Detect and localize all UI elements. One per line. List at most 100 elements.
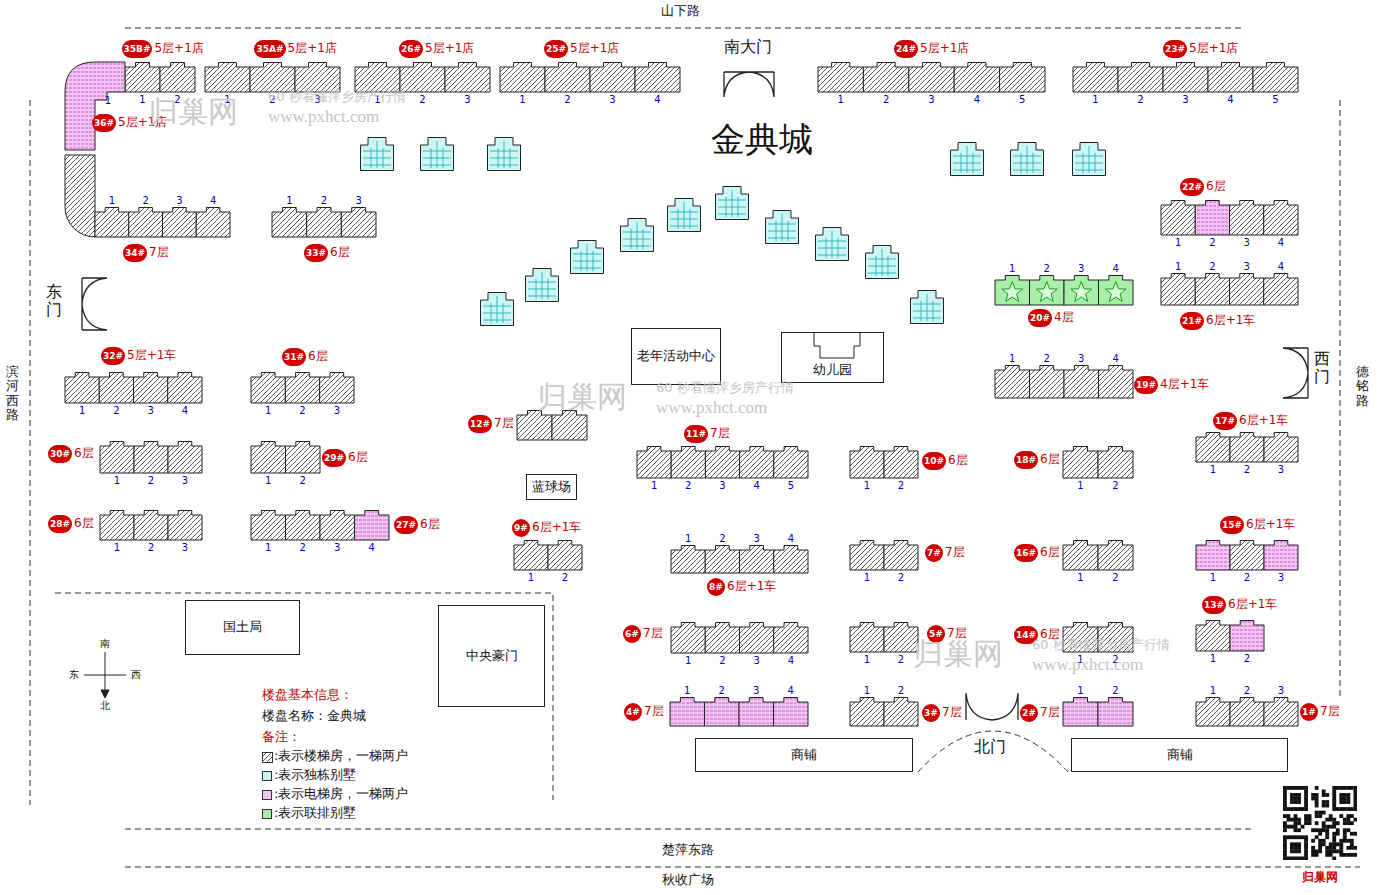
unit-number: 5	[1272, 94, 1278, 106]
unit-number: 1	[1077, 685, 1083, 697]
gates	[82, 72, 1308, 720]
building-number: 4#	[624, 703, 642, 721]
building-number: 10#	[922, 452, 946, 470]
floor-count: 7层	[710, 427, 730, 441]
unit-block	[995, 276, 1030, 306]
unit-number: 3	[1078, 263, 1084, 275]
unit-block	[1230, 433, 1264, 463]
unit-number: 2	[719, 655, 725, 667]
facility-name: 国土局	[223, 620, 262, 635]
info-heading: 楼盘基本信息：	[262, 688, 353, 703]
building-number: 15#	[1220, 516, 1244, 534]
building-units	[1196, 697, 1298, 726]
unit-number: 1	[265, 475, 271, 487]
unit-number: 2	[1244, 685, 1250, 697]
compass-direction: 东	[69, 669, 79, 681]
building-number: 34#	[123, 244, 147, 262]
unit-block	[850, 541, 884, 571]
building-number: 35A#	[254, 40, 285, 58]
unit-number: 2	[1244, 653, 1250, 665]
watermark: 归巢网	[913, 637, 1003, 672]
unit-block	[705, 623, 739, 654]
watermark: www.pxhct.com	[268, 107, 379, 127]
unit-block	[285, 373, 319, 404]
unit-block	[1264, 541, 1298, 571]
unit-block	[286, 511, 321, 541]
building: 1235B#5层+1店	[125, 62, 195, 92]
building-units	[125, 62, 195, 92]
facility-box: 国土局	[185, 600, 300, 655]
floor-count: 5层+1店	[1189, 42, 1238, 56]
unit-number: 1	[864, 654, 870, 666]
star-mark	[1071, 282, 1092, 302]
unit-number: 1	[79, 405, 85, 417]
floor-count: 7层	[945, 546, 965, 560]
unit-number: 1	[838, 94, 844, 106]
unit-number: 3	[334, 405, 340, 417]
unit-block	[1195, 274, 1229, 306]
legend-text: :表示电梯房，一梯两户	[274, 787, 408, 802]
watermark: 60 秒看懂萍乡房产行情	[268, 90, 406, 105]
unit-block	[134, 511, 168, 541]
floor-count: 6层+1车	[727, 580, 776, 594]
star-mark	[1002, 282, 1023, 302]
unit-number: 3	[1278, 685, 1284, 697]
unit-number: 2	[883, 94, 889, 106]
unit-number: 1	[286, 195, 292, 207]
unit-block	[1264, 201, 1298, 236]
unit-number: 4	[210, 195, 216, 207]
unit-block	[1030, 276, 1065, 306]
unit-number: 2	[148, 542, 154, 554]
unit-block	[125, 63, 160, 93]
unit-number: 2	[1137, 94, 1143, 106]
facility-name: 商铺	[791, 748, 817, 763]
building: 12331#6层	[251, 372, 354, 403]
unit-number: 3	[355, 195, 361, 207]
unit-number: 3	[753, 533, 759, 545]
watermark: 60 秒看懂萍乡房产行情	[656, 381, 794, 396]
unit-block	[705, 698, 740, 727]
building-units	[1063, 540, 1133, 570]
unit-block	[400, 63, 445, 93]
facility-name: 幼儿园	[813, 363, 852, 378]
building-number: 9#	[512, 519, 530, 537]
building-number: 12#	[468, 415, 492, 433]
unit-block	[1264, 698, 1298, 727]
building: 12344#7层	[670, 697, 808, 726]
unit-block	[548, 541, 582, 571]
building-number: 21#	[1180, 312, 1204, 330]
floor-count: 7层	[942, 706, 962, 720]
unit-block	[129, 208, 163, 238]
unit-number: 1	[684, 685, 690, 697]
building-units	[1161, 273, 1298, 305]
building-number: 35B#	[122, 40, 153, 58]
building: 136#5层+1店	[65, 62, 125, 150]
legend-text: :表示楼梯房，一梯两户	[274, 749, 408, 764]
building-number: 33#	[304, 244, 328, 262]
unit-block	[445, 63, 490, 93]
unit-number: 2	[719, 533, 725, 545]
legend-swatch	[262, 809, 272, 819]
floor-count: 6层	[330, 246, 350, 260]
unit-number: 2	[1209, 261, 1215, 273]
legend-swatch	[262, 790, 272, 800]
unit-number: 1	[139, 94, 145, 106]
building-units	[850, 446, 918, 478]
unit-block	[517, 411, 552, 441]
legend-text: :表示联排别墅	[274, 806, 356, 821]
building-units	[1063, 446, 1133, 478]
unit-block	[320, 373, 354, 404]
watermark: www.pxhct.com	[656, 398, 767, 418]
unit-block	[1063, 541, 1098, 571]
unit-block	[272, 208, 307, 238]
qr-caption: 归巢网	[1302, 871, 1338, 885]
floor-count: 6层	[948, 454, 968, 468]
unit-block	[1073, 63, 1118, 93]
unit-number: 1	[864, 572, 870, 584]
unit-number: 1	[1077, 572, 1083, 584]
unit-block	[1099, 276, 1134, 306]
building-units	[251, 372, 354, 403]
building-units	[671, 545, 808, 573]
unit-block	[134, 373, 168, 404]
